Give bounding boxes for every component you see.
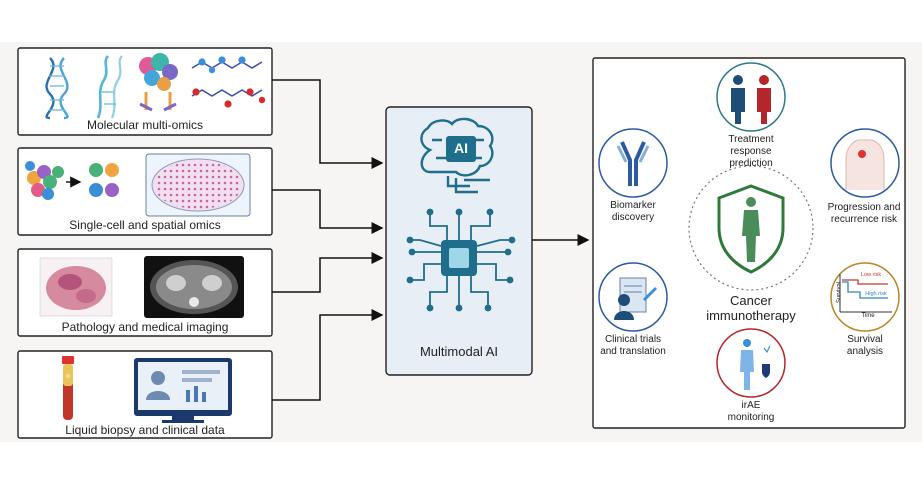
app-label-clinical-trials: Clinical trials and translation bbox=[600, 334, 666, 357]
ai-chip-badge bbox=[446, 136, 476, 162]
center-label: Multimodal AI bbox=[419, 344, 499, 359]
dna-helix-icon bbox=[45, 57, 69, 120]
input-panel-liquid-biopsy bbox=[17, 350, 273, 439]
input-label-molecular: Molecular multi-omics bbox=[86, 118, 204, 132]
app-label-biomarker: Biomarker discovery bbox=[610, 200, 656, 223]
biomarker-antibody-icon bbox=[598, 128, 668, 198]
app-label-irae: irAE monitoring bbox=[727, 400, 775, 423]
input-connectors bbox=[272, 79, 384, 401]
methylation-strands-icon bbox=[191, 56, 266, 108]
core-dotted-ring bbox=[688, 165, 814, 291]
immunotherapy-shield-icon bbox=[717, 184, 785, 274]
survival-x-axis-label: Time bbox=[861, 313, 875, 319]
spatial-transcriptomics-icon bbox=[145, 153, 251, 217]
sorted-cells-icon bbox=[89, 163, 119, 197]
app-label-survival: Survival analysis bbox=[846, 334, 884, 357]
blood-tube-icon bbox=[62, 356, 74, 420]
ai-brain-icon bbox=[420, 117, 494, 194]
irae-monitoring-icon bbox=[716, 328, 786, 398]
app-label-treatment-response: Treatment response prediction bbox=[728, 134, 774, 169]
survival-high-risk-label: High risk bbox=[865, 291, 887, 297]
rna-strand-icon bbox=[96, 55, 123, 119]
clinical-monitor-icon bbox=[134, 358, 232, 423]
histology-slide-icon bbox=[39, 257, 113, 317]
ai-chip-text: AI bbox=[454, 140, 468, 156]
multimodal-ai-box bbox=[385, 106, 533, 376]
input-label-single-cell: Single-cell and spatial omics bbox=[69, 218, 221, 232]
survival-analysis-icon bbox=[830, 262, 900, 332]
app-label-progression: Progression and recurrence risk bbox=[827, 202, 901, 225]
progression-torso-icon bbox=[830, 128, 900, 198]
survival-y-axis-label: Survival bbox=[836, 281, 843, 304]
input-label-pathology: Pathology and medical imaging bbox=[61, 320, 229, 334]
input-panel-pathology bbox=[17, 248, 273, 337]
core-label: Cancer immunotherapy bbox=[706, 293, 796, 323]
input-label-liquid-biopsy: Liquid biopsy and clinical data bbox=[65, 423, 225, 437]
circuit-chip-icon bbox=[406, 208, 516, 312]
survival-low-risk-label: Low risk bbox=[860, 272, 882, 278]
treatment-response-icon bbox=[716, 62, 786, 132]
application-panel bbox=[592, 57, 906, 429]
input-panel-single-cell bbox=[17, 147, 273, 236]
input-panel-molecular bbox=[17, 47, 273, 136]
protein-cluster-icon bbox=[139, 53, 178, 112]
cell-cluster-icon bbox=[25, 161, 64, 200]
clinical-trials-icon bbox=[598, 262, 668, 332]
ct-scan-icon bbox=[144, 256, 244, 318]
